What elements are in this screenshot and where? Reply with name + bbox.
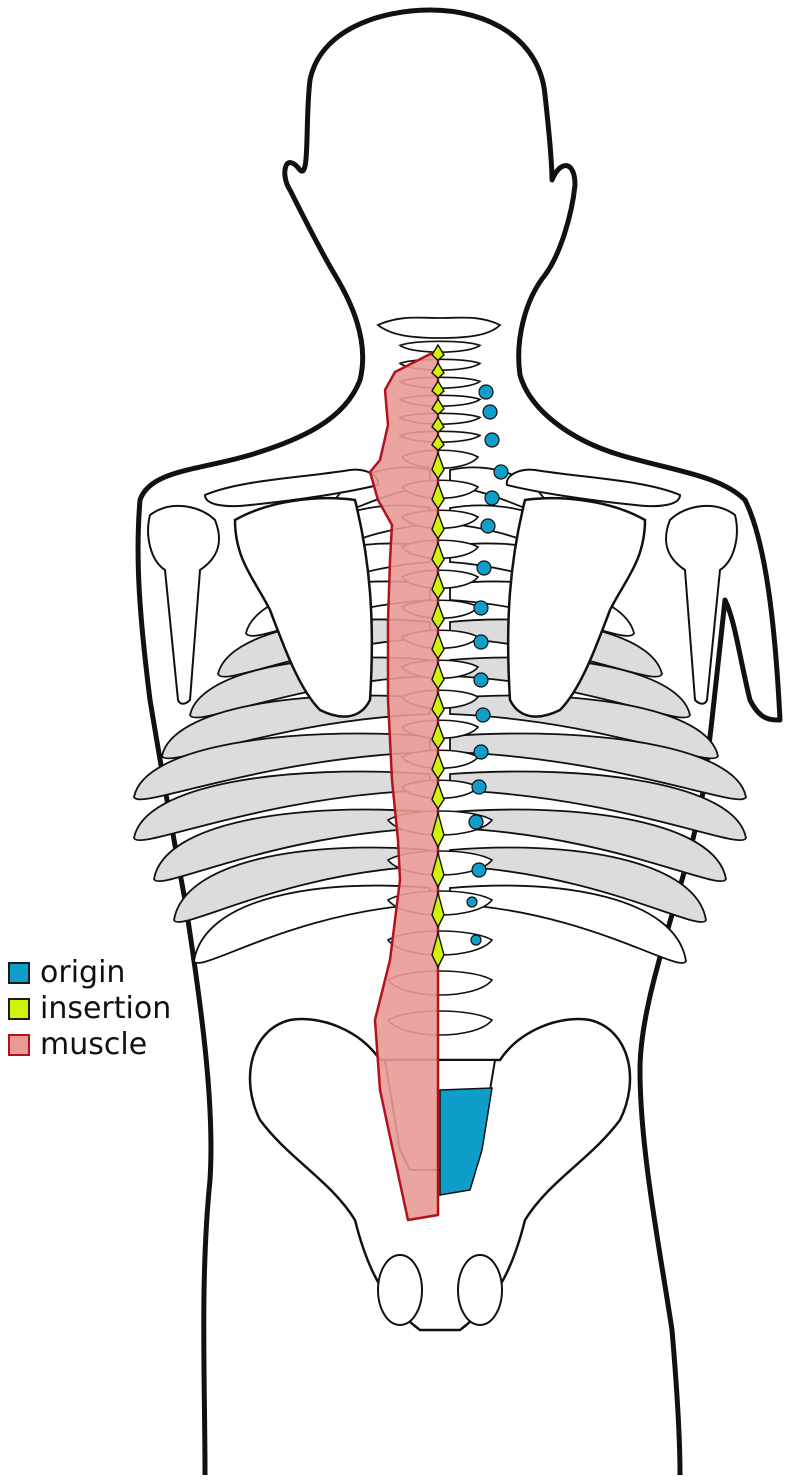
muscle-swatch — [8, 1034, 30, 1056]
legend-label-muscle: muscle — [40, 1027, 147, 1063]
origin-transverse-process — [474, 601, 488, 615]
legend-item-insertion: insertion — [8, 991, 171, 1027]
origin-transverse-process — [474, 673, 488, 687]
origin-transverse-process — [477, 561, 491, 575]
origin-swatch — [8, 962, 30, 984]
insertion-swatch — [8, 998, 30, 1020]
left-humerus — [148, 506, 219, 704]
origin-transverse-process — [467, 897, 477, 907]
origin-transverse-process — [474, 635, 488, 649]
origin-transverse-process — [469, 815, 483, 829]
origin-transverse-process — [472, 780, 486, 794]
origin-transverse-process — [476, 708, 490, 722]
legend-label-origin: origin — [40, 955, 125, 991]
atlas-vertebra — [378, 318, 500, 338]
origin-transverse-process — [485, 491, 499, 505]
legend-label-insertion: insertion — [40, 991, 171, 1027]
legend-item-muscle: muscle — [8, 1027, 171, 1063]
legend: origin insertion muscle — [8, 955, 171, 1063]
origin-transverse-process — [471, 935, 481, 945]
origin-transverse-process — [474, 745, 488, 759]
origin-transverse-process — [481, 519, 495, 533]
origin-transverse-process — [479, 385, 493, 399]
origin-transverse-process — [494, 465, 508, 479]
origin-transverse-process — [485, 433, 499, 447]
origin-transverse-process — [472, 863, 486, 877]
legend-item-origin: origin — [8, 955, 171, 991]
origin-transverse-process — [483, 405, 497, 419]
